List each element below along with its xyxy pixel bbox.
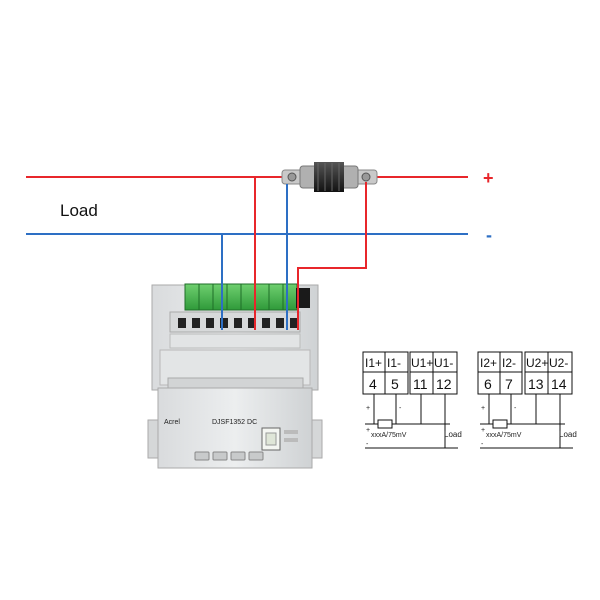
device-button[interactable] xyxy=(248,451,264,461)
terminal-number: 4 xyxy=(369,376,377,392)
load-label-small: Load xyxy=(559,430,577,439)
device-button[interactable] xyxy=(230,451,246,461)
minus-mark: - xyxy=(399,405,402,412)
terminal-number: 5 xyxy=(391,376,399,392)
terminal-number: 11 xyxy=(413,376,428,392)
shunt-resistor-icon xyxy=(281,162,378,192)
model-label: DJSF1352 DC xyxy=(212,419,257,426)
schematic-2: I2+ I2- U2+ U2- 6 7 13 14 + - + - xxxA/7… xyxy=(477,351,577,449)
terminal-label: U2+ xyxy=(526,356,548,370)
shunt-rating-label: xxxA/75mV xyxy=(486,432,522,439)
wire-red-2 xyxy=(297,182,367,330)
terminal-label: U2- xyxy=(549,356,568,370)
load-label: Load xyxy=(60,201,98,220)
terminal-label: I2+ xyxy=(480,356,497,370)
terminal-number: 7 xyxy=(505,376,513,392)
minus-mark: - xyxy=(481,441,484,448)
device-button[interactable] xyxy=(194,451,210,461)
terminal-label: I1+ xyxy=(365,356,382,370)
terminal-number: 14 xyxy=(551,376,567,392)
shunt-rating-label: xxxA/75mV xyxy=(371,432,407,439)
terminal-label: I2- xyxy=(502,356,516,370)
plus-mark: + xyxy=(481,405,485,412)
terminal-label: I1- xyxy=(387,356,401,370)
plus-mark: + xyxy=(366,405,370,412)
minus-symbol: - xyxy=(486,225,492,245)
terminal-number: 12 xyxy=(436,376,452,392)
device-button[interactable] xyxy=(212,451,228,461)
terminal-label: U1- xyxy=(434,356,453,370)
terminal-number: 6 xyxy=(484,376,492,392)
load-label-small: Load xyxy=(444,430,462,439)
terminal-label: U1+ xyxy=(411,356,433,370)
plus-mark: + xyxy=(481,427,485,434)
minus-mark: - xyxy=(514,405,517,412)
terminal-number: 13 xyxy=(528,376,544,392)
terminal-block-icon xyxy=(169,283,310,349)
brand-label: Acrel xyxy=(164,419,180,426)
minus-mark: - xyxy=(366,441,369,448)
schematic-1: I1+ I1- U1+ U1- 4 5 11 12 + - + - xxxA/7… xyxy=(362,351,462,449)
plus-mark: + xyxy=(366,427,370,434)
plus-symbol: + xyxy=(483,168,494,188)
